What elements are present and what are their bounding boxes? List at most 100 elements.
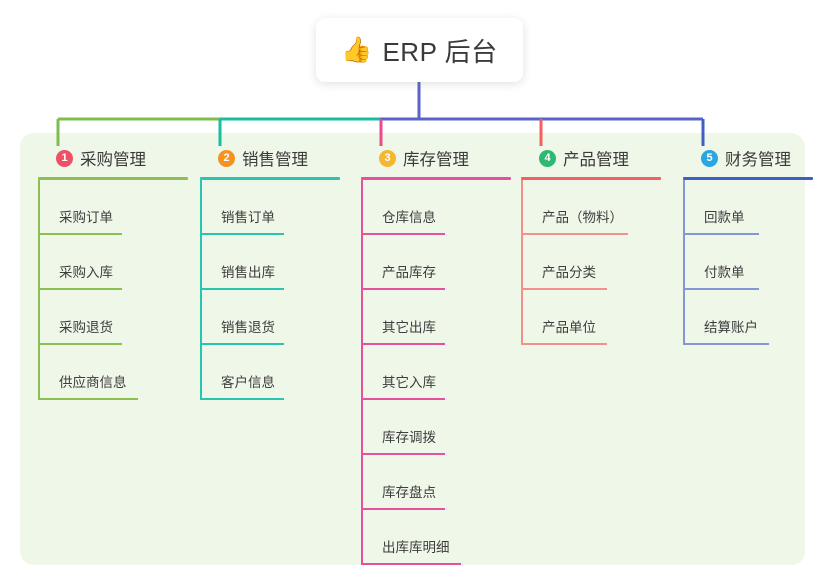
leaf-list-2: 销售订单销售出库销售退货客户信息	[200, 180, 340, 400]
leaf-rule	[683, 233, 759, 235]
leaf-rule	[361, 398, 445, 400]
leaf-label: 回款单	[704, 210, 745, 225]
column-rule-5	[683, 177, 813, 180]
leaf-item[interactable]: 销售退货	[200, 290, 340, 345]
column-5: 5 财务管理回款单付款单结算账户	[683, 146, 813, 345]
leaf-label: 仓库信息	[382, 210, 436, 225]
leaf-label: 其它出库	[382, 320, 436, 335]
leaf-rule	[38, 288, 122, 290]
leaf-item[interactable]: 采购退货	[38, 290, 188, 345]
leaf-item[interactable]: 出库库明细	[361, 510, 511, 565]
leaf-rule	[38, 343, 122, 345]
leaf-label: 产品（物料）	[542, 210, 623, 225]
leaf-item[interactable]: 产品（物料）	[521, 180, 661, 235]
leaf-label: 结算账户	[704, 320, 758, 335]
column-1: 1 采购管理采购订单采购入库采购退货供应商信息	[38, 146, 188, 400]
leaf-rule	[200, 398, 284, 400]
leaf-label: 销售退货	[221, 320, 275, 335]
column-badge-1: 1	[56, 149, 73, 167]
leaf-list-1: 采购订单采购入库采购退货供应商信息	[38, 180, 188, 400]
column-2: 2 销售管理销售订单销售出库销售退货客户信息	[200, 146, 340, 400]
column-header-5[interactable]: 5 财务管理	[683, 146, 813, 170]
leaf-list-4: 产品（物料） 产品分类产品单位	[521, 180, 661, 345]
leaf-item[interactable]: 库存盘点	[361, 455, 511, 510]
column-title-4: 产品管理	[563, 151, 629, 169]
leaf-item[interactable]: 库存调拨	[361, 400, 511, 455]
column-spine-2	[200, 180, 202, 400]
column-header-2[interactable]: 2 销售管理	[200, 146, 340, 170]
column-3: 3 库存管理仓库信息产品库存其它出库其它入库库存调拨库存盘点出库库明细	[361, 146, 511, 565]
root-node[interactable]: 👍 ERP 后台	[316, 18, 523, 82]
leaf-label: 出库库明细	[382, 540, 450, 555]
leaf-item[interactable]: 客户信息	[200, 345, 340, 400]
leaf-rule	[361, 233, 445, 235]
column-spine-1	[38, 180, 40, 400]
column-rule-2	[200, 177, 340, 180]
leaf-item[interactable]: 付款单	[683, 235, 813, 290]
leaf-rule	[38, 398, 138, 400]
leaf-label: 产品分类	[542, 265, 596, 280]
leaf-rule	[361, 343, 445, 345]
leaf-item[interactable]: 产品库存	[361, 235, 511, 290]
leaf-label: 产品单位	[542, 320, 596, 335]
leaf-rule	[200, 288, 284, 290]
column-title-5: 财务管理	[725, 151, 791, 169]
leaf-rule	[521, 233, 628, 235]
column-rule-4	[521, 177, 661, 180]
leaf-rule	[361, 563, 461, 565]
leaf-label: 供应商信息	[59, 375, 127, 390]
leaf-item[interactable]: 其它入库	[361, 345, 511, 400]
leaf-label: 采购入库	[59, 265, 113, 280]
leaf-item[interactable]: 回款单	[683, 180, 813, 235]
column-title-3: 库存管理	[403, 151, 469, 169]
leaf-rule	[361, 453, 445, 455]
leaf-rule	[38, 233, 122, 235]
leaf-item[interactable]: 销售出库	[200, 235, 340, 290]
column-title-2: 销售管理	[242, 151, 308, 169]
leaf-item[interactable]: 仓库信息	[361, 180, 511, 235]
leaf-rule	[683, 288, 759, 290]
leaf-item[interactable]: 结算账户	[683, 290, 813, 345]
column-badge-4: 4	[539, 149, 556, 167]
leaf-rule	[200, 343, 284, 345]
column-rule-1	[38, 177, 188, 180]
column-header-3[interactable]: 3 库存管理	[361, 146, 511, 170]
leaf-item[interactable]: 其它出库	[361, 290, 511, 345]
leaf-item[interactable]: 供应商信息	[38, 345, 188, 400]
leaf-rule	[683, 343, 769, 345]
diagram-background-panel	[20, 133, 805, 565]
column-spine-4	[521, 180, 523, 345]
column-badge-3: 3	[379, 149, 396, 167]
leaf-label: 销售出库	[221, 265, 275, 280]
leaf-label: 产品库存	[382, 265, 436, 280]
leaf-item[interactable]: 采购入库	[38, 235, 188, 290]
leaf-label: 库存调拨	[382, 430, 436, 445]
leaf-rule	[200, 233, 284, 235]
thumbs-up-icon: 👍	[341, 35, 373, 64]
column-badge-5: 5	[701, 149, 718, 167]
leaf-item[interactable]: 采购订单	[38, 180, 188, 235]
leaf-rule	[521, 343, 607, 345]
column-spine-5	[683, 180, 685, 345]
leaf-list-5: 回款单付款单结算账户	[683, 180, 813, 345]
column-rule-3	[361, 177, 511, 180]
column-header-4[interactable]: 4 产品管理	[521, 146, 661, 170]
leaf-item[interactable]: 产品分类	[521, 235, 661, 290]
leaf-rule	[361, 508, 445, 510]
leaf-list-3: 仓库信息产品库存其它出库其它入库库存调拨库存盘点出库库明细	[361, 180, 511, 565]
column-badge-2: 2	[218, 149, 235, 167]
column-spine-3	[361, 180, 363, 565]
leaf-item[interactable]: 销售订单	[200, 180, 340, 235]
root-node-label: ERP 后台	[382, 36, 498, 67]
column-title-1: 采购管理	[80, 151, 146, 169]
leaf-rule	[361, 288, 445, 290]
leaf-label: 库存盘点	[382, 485, 436, 500]
column-header-1[interactable]: 1 采购管理	[38, 146, 188, 170]
leaf-label: 销售订单	[221, 210, 275, 225]
leaf-label: 客户信息	[221, 375, 275, 390]
leaf-rule	[521, 288, 607, 290]
leaf-item[interactable]: 产品单位	[521, 290, 661, 345]
leaf-label: 付款单	[704, 265, 745, 280]
leaf-label: 其它入库	[382, 375, 436, 390]
